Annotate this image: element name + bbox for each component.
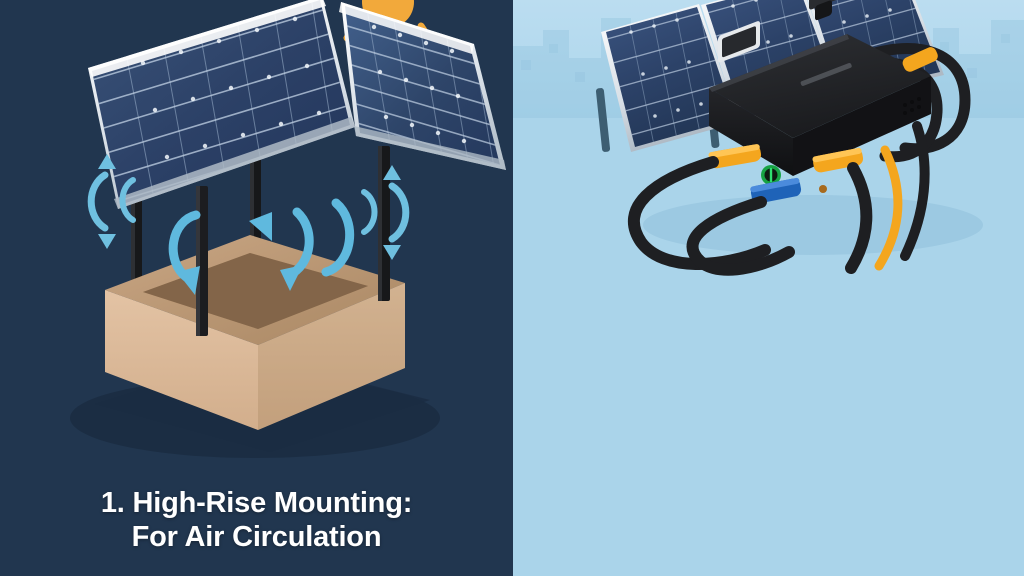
left-panel: 1. High-Rise Mounting: For Air Circulati…: [0, 0, 513, 554]
inverter-brand-mark: [800, 63, 852, 86]
airflow-arrow-head: [383, 165, 401, 180]
left-caption: 1. High-Rise Mounting: For Air Circulati…: [0, 487, 513, 554]
airflow-arrow: [87, 171, 109, 232]
dc-input-port: [718, 21, 760, 63]
airflow-arrow-head: [98, 234, 116, 249]
dc-cable: [627, 156, 771, 270]
airflow-arrow: [321, 198, 355, 277]
airflow-arrow-head: [383, 245, 401, 260]
dc-cable: [686, 196, 795, 276]
microinverter-illustration: [595, 0, 983, 276]
ac-output-port: [809, 0, 839, 10]
elevated-solar-array-illustration: [70, 0, 506, 458]
airflow-arrow: [361, 189, 378, 235]
vent-holes: [903, 97, 921, 115]
airflow-arrow: [388, 182, 410, 243]
right-panel: Inverter Compatibiity: Check High Curren…: [513, 0, 1024, 576]
solar-panel-right: [339, 2, 506, 170]
support-pole: [196, 186, 208, 336]
support-pole: [378, 146, 390, 301]
ac-cable: [900, 121, 930, 261]
airflow-arrow: [168, 210, 201, 282]
status-led: [761, 165, 781, 185]
left-caption-line2: For Air Circulation: [131, 520, 382, 553]
airflow-arrow: [119, 177, 136, 223]
ac-cable: [845, 162, 873, 274]
airflow-arrow-head: [177, 266, 200, 295]
dc-cable: [847, 43, 971, 155]
microinverter-box: [709, 34, 931, 176]
left-caption-line1: 1. High-Rise Mounting:: [100, 487, 413, 519]
airflow-arrow-head: [98, 154, 116, 169]
airflow-arrow-head: [280, 265, 303, 291]
airflow-arrow-head: [249, 212, 272, 241]
power-jack: [815, 0, 832, 193]
mc4-connector-yellow: [708, 144, 762, 169]
ac-cable-yellow: [874, 145, 903, 271]
solar-panel-segment: [601, 4, 739, 152]
mc4-connector-yellow: [902, 47, 938, 72]
solar-panel-left: [88, 0, 355, 209]
